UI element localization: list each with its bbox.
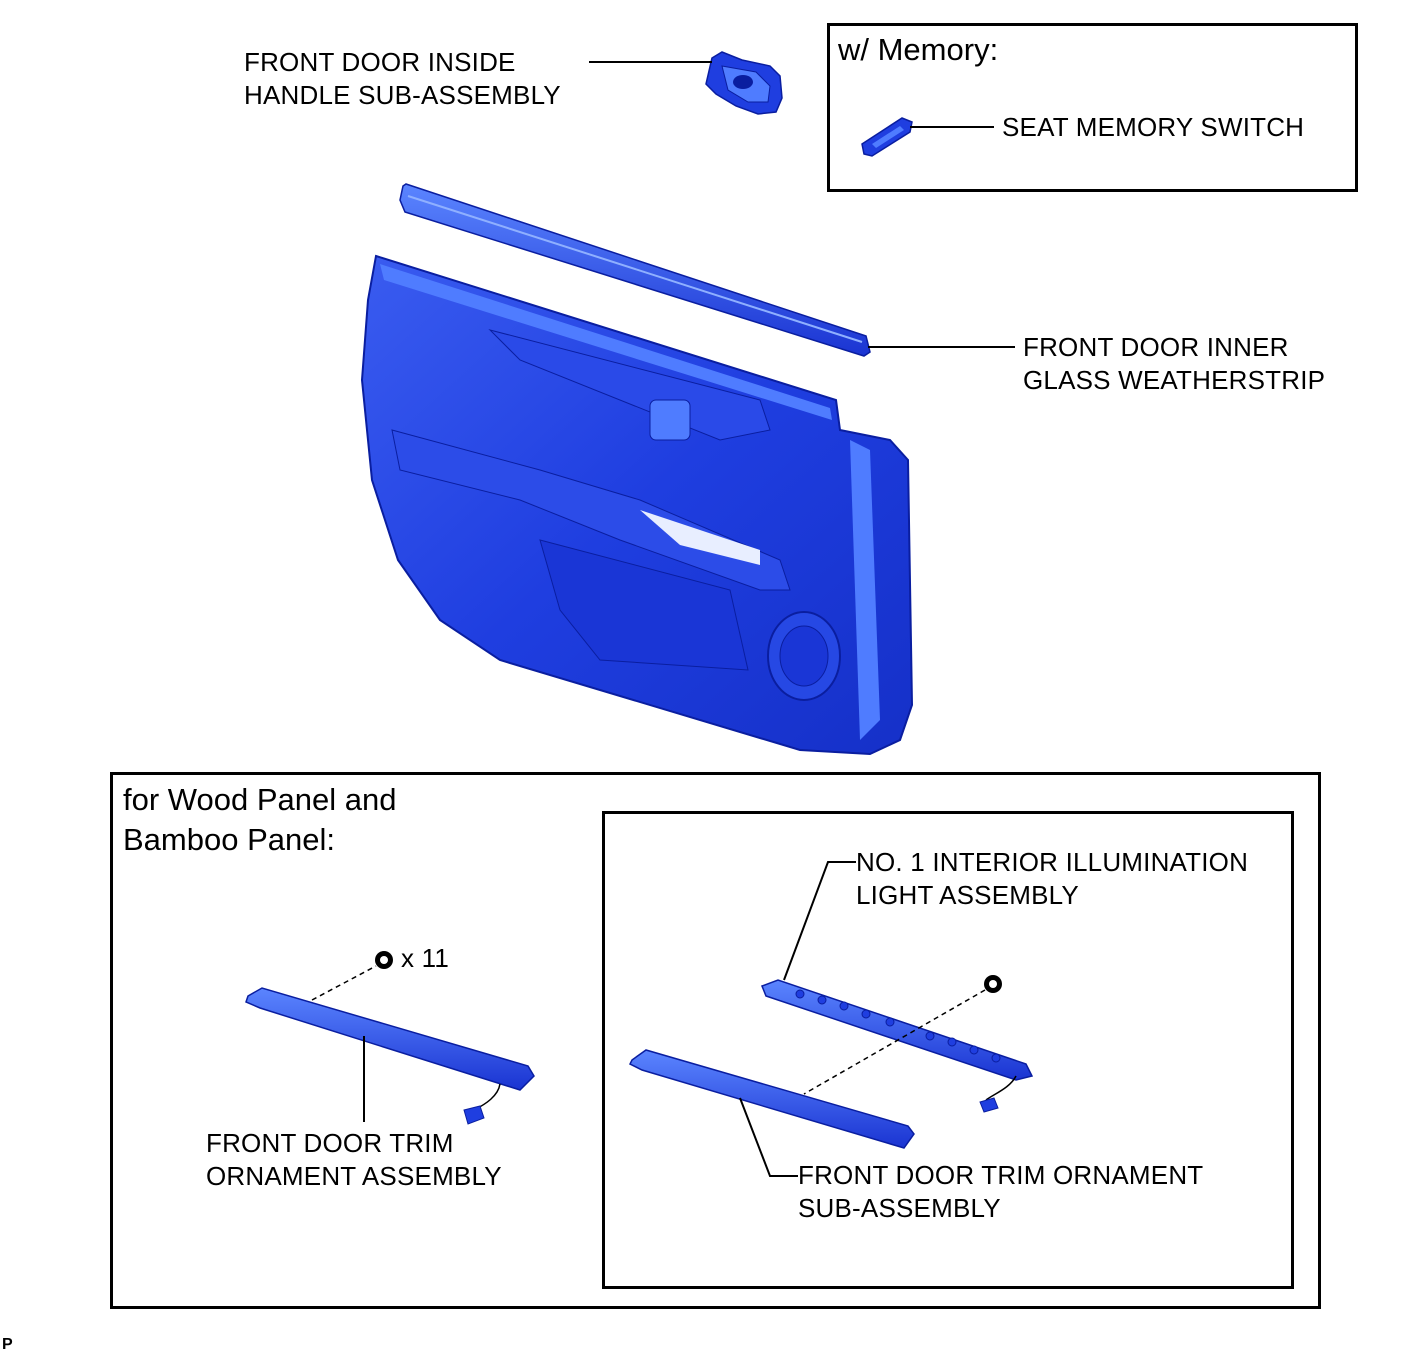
trim-ornament-sub-part (628, 1049, 915, 1149)
screw-dashed-leader (803, 989, 986, 1095)
illumination-inner-box (602, 811, 1294, 1289)
wood-bamboo-heading: for Wood Panel and Bamboo Panel: (123, 782, 397, 857)
inner-weatherstrip-label: FRONT DOOR INNER GLASS WEATHERSTRIP (1023, 332, 1326, 395)
trim-ornament-assembly-part (245, 987, 535, 1125)
seat-memory-switch-part (861, 117, 913, 157)
illumination-light-label: NO. 1 INTERIOR ILLUMINATION LIGHT ASSEMB… (856, 847, 1249, 910)
door-trim-panel-part (360, 254, 914, 756)
seat-memory-switch-label: SEAT MEMORY SWITCH (1002, 112, 1305, 142)
trim-ornament-sub-leader (739, 1097, 798, 1177)
trim-ornament-sub-label: FRONT DOOR TRIM ORNAMENT SUB-ASSEMBLY (798, 1160, 1204, 1223)
trim-ornament-assembly-label: FRONT DOOR TRIM ORNAMENT ASSEMBLY (206, 1128, 502, 1191)
illumination-light-leader (783, 861, 856, 981)
wood-bamboo-box (110, 772, 1321, 1309)
screw-count-label: x 11 (401, 943, 450, 973)
memory-heading: w/ Memory: (838, 32, 999, 67)
inner-glass-weatherstrip-part (399, 183, 871, 357)
inside-handle-label: FRONT DOOR INSIDE HANDLE SUB-ASSEMBLY (244, 47, 561, 110)
illumination-light-part (761, 979, 1034, 1113)
screw-dashed-leader (311, 965, 377, 1001)
screw-icon (984, 975, 1002, 993)
corner-reference: P (2, 1336, 13, 1353)
inside-handle-part (705, 51, 783, 115)
memory-box (827, 23, 1358, 192)
screw-icon (375, 951, 393, 969)
